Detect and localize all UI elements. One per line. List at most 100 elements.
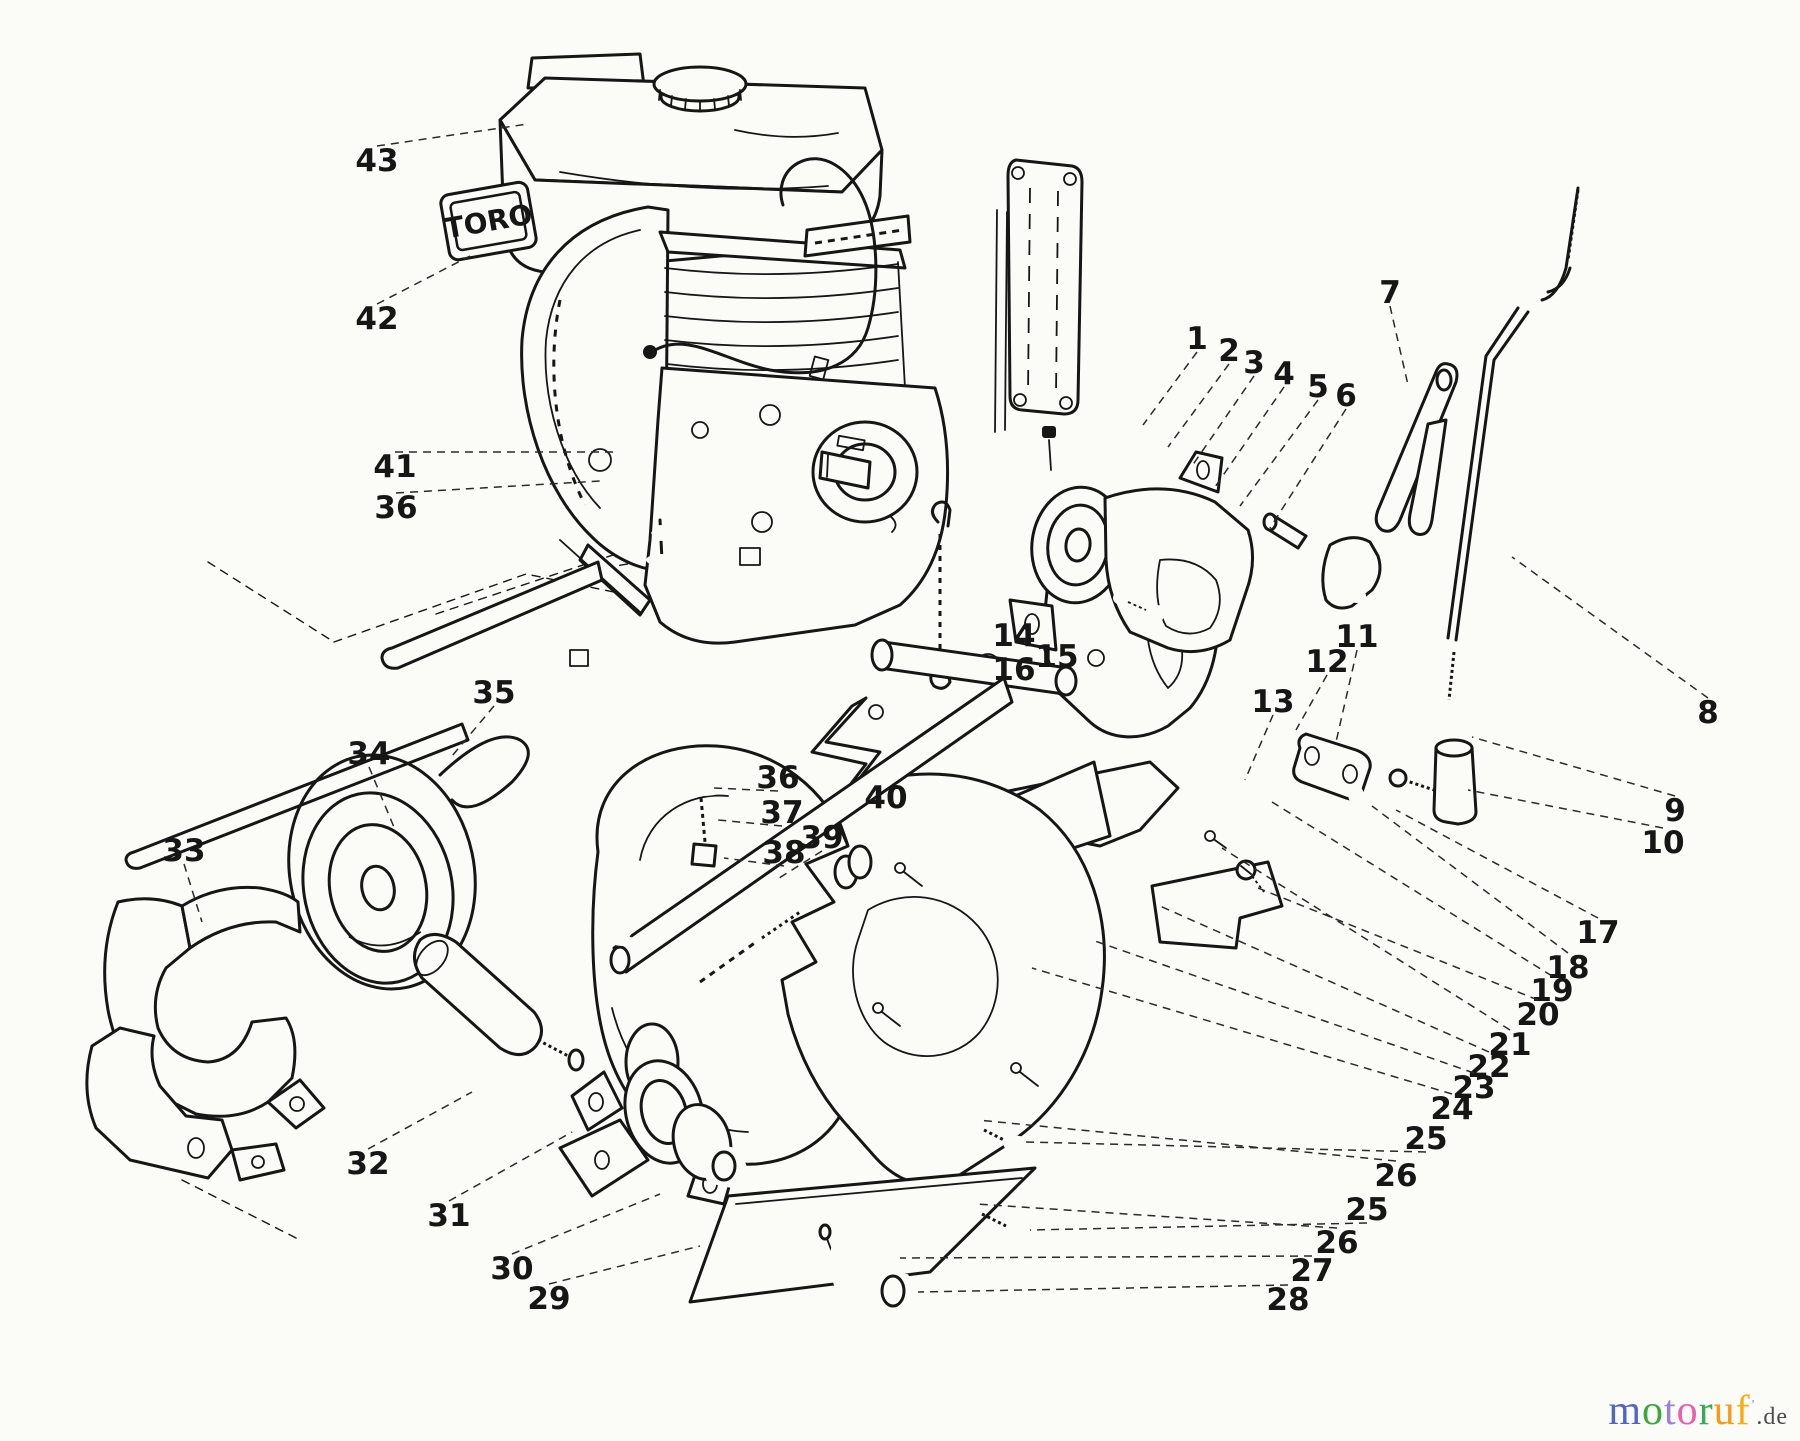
leader-line-29 [548,1245,701,1285]
callout-5: 5 [1307,369,1329,405]
callout-2: 2 [1218,333,1240,369]
callout-6: 6 [1335,378,1357,414]
callout-22: 22 [1467,1049,1510,1085]
leader-line-39 [775,850,823,881]
leader-line-38 [723,857,785,867]
watermark-mark: ’ [1750,1398,1757,1413]
callout-1: 1 [1186,321,1208,357]
callout-3: 3 [1243,345,1265,381]
toro-decal: TORO [439,180,538,262]
callout-21: 21 [1488,1027,1531,1063]
callout-38: 38 [762,835,805,871]
leader-line-28 [917,1284,1289,1293]
leader-line-31 [448,1131,573,1202]
keeper-clip [1321,536,1382,610]
leader-line-33 [183,863,203,923]
leader-line-7 [1389,305,1409,386]
callout-40: 40 [864,780,907,816]
leader-line-10 [1467,789,1664,829]
cover-bracket-foot [85,1026,286,1182]
leader-line-27 [899,1255,1313,1259]
callout-9: 9 [1664,793,1686,829]
callout-14: 14 [992,618,1035,654]
leader-line-6 [1269,408,1347,529]
guard-bolts [957,1106,1035,1245]
leader-line-19 [1271,801,1553,977]
roller-spacer [413,933,585,1072]
leader-line-18 [1371,805,1569,954]
callout-42: 42 [355,301,398,337]
callout-29: 29 [527,1281,570,1317]
leader-line-26 [975,1203,1338,1229]
idler-pulley [1030,485,1126,605]
callout-10: 10 [1641,825,1684,861]
skid-plate [688,1166,1037,1319]
callout-12: 12 [1305,644,1348,680]
callout-43: 43 [355,143,398,179]
callout-13: 13 [1251,684,1294,720]
self-tap-screw [1235,859,1265,893]
muffler-shield [994,158,1084,433]
callout-11: 11 [1335,619,1378,655]
hub-cluster [558,918,753,1198]
callout-7: 7 [1379,275,1401,311]
leader-line-9 [1471,736,1676,797]
spark-plug-wire [643,157,878,381]
flywheel-shroud [520,205,670,572]
leader-line-32 [367,1091,473,1150]
leader-line-13 [1244,714,1274,781]
pto-shaft [811,420,919,524]
callout-25: 25 [1345,1192,1388,1228]
callout-19: 19 [1530,973,1573,1009]
engine-mount-stud [646,518,678,583]
idler-cluster [1030,362,1459,654]
leader-line-21 [1221,847,1511,1031]
linkage-cluster [1204,727,1388,893]
watermark-letter: r [1698,1388,1714,1434]
leader-line-35 [451,705,495,757]
callout-30: 30 [490,1251,533,1287]
callout-39: 39 [800,820,843,856]
leader-line-11 [1335,649,1358,743]
callout-16: 16 [992,652,1035,688]
watermark-letter: o [1676,1388,1699,1434]
callout-20: 20 [1516,997,1559,1033]
callout-26: 26 [1315,1225,1358,1261]
handle-tube-lower [124,722,470,870]
baffle-plate-right [1150,860,1284,950]
clevis-pin [1262,512,1308,550]
callout-34: 34 [347,736,390,772]
callout-37: 37 [760,795,803,831]
fuel-cap [652,65,748,113]
watermark-letter: o [1642,1388,1664,1434]
watermark-letter: m [1608,1388,1642,1434]
callout-8: 8 [1697,695,1719,731]
callout-28: 28 [1266,1282,1309,1318]
idler-lever [1374,362,1459,536]
callout-31: 31 [427,1198,470,1234]
callout-41: 41 [373,449,416,485]
crankcase [559,366,950,645]
callout-26: 26 [1374,1158,1417,1194]
handle-tube-upper [380,560,604,670]
leader-line-8 [1511,556,1709,699]
leader-line-5 [1239,399,1319,507]
callout-32: 32 [346,1146,389,1182]
callout-4: 4 [1273,356,1295,392]
pivot-bolt [676,778,728,868]
leader-line-37 [717,819,783,827]
leader-line-30 [511,1193,661,1255]
callout-23: 23 [1452,1070,1495,1106]
control-rod [1360,186,1580,826]
watermark-tld: .de [1756,1404,1788,1430]
callout-36: 36 [756,760,799,796]
watermark-logo: motoruf’.de [1608,1387,1788,1435]
leader-line-4 [1214,386,1285,488]
leader-line-20 [1257,887,1539,1001]
leader-line-36 [713,787,779,792]
leader-line-12 [1295,674,1328,731]
leader-line-24 [1031,967,1453,1095]
